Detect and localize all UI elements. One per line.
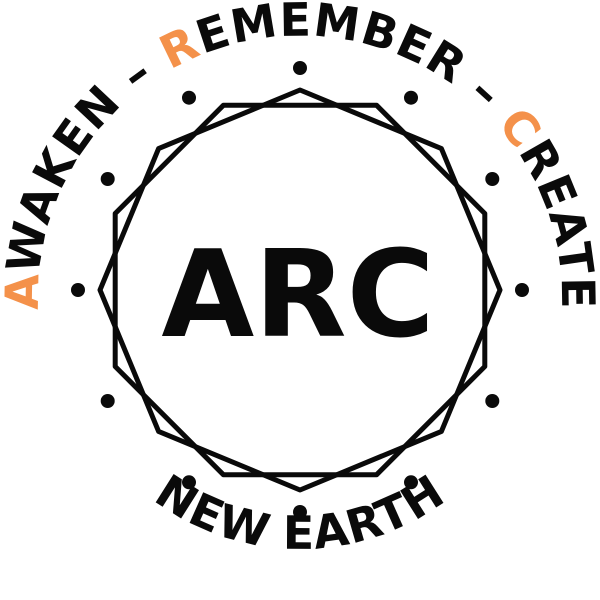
ring-dot [100,394,115,408]
bottom-arc-text: NEW EARTH [146,464,452,560]
ring-dot [404,475,418,490]
slogan-word-remember: EMEMBER [189,0,476,94]
ring-dot [71,283,85,297]
center-label: ARC [161,226,434,365]
bottom-arc-label: NEW EARTH [146,464,453,560]
ring-dot [515,283,529,297]
dot-ring-icon [71,61,529,519]
octagon-ring-icon [97,87,503,493]
octagon-outline-a [97,87,503,493]
ring-dot [182,90,196,105]
ring-dot [182,475,196,490]
ring-dot [485,394,500,408]
ring-dot [404,90,418,105]
ring-dot [293,505,307,519]
octagon-outline-b [112,102,488,478]
ring-dot [485,172,500,186]
ring-dot [293,61,307,75]
slogan-initial-awaken: A [0,273,49,310]
ring-dot [100,172,115,186]
